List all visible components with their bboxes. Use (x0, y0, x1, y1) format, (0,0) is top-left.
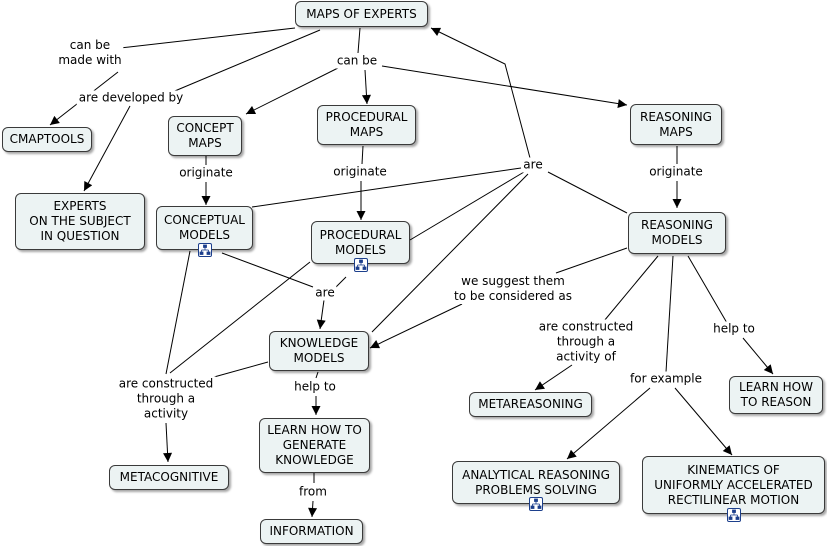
link-originate-reasoning: originate (647, 164, 705, 180)
edge-procedural-constructedcog (169, 261, 311, 374)
node-learn-how-to-reason[interactable]: LEARN HOW TO REASON (729, 376, 823, 414)
link-constructed-cog: are constructed through a activity (116, 376, 216, 422)
concept-map-resource-icon[interactable] (529, 497, 543, 511)
edge-maps-developedby (169, 29, 321, 94)
node-procedural-maps[interactable]: PROCEDURAL MAPS (317, 105, 416, 145)
edge-are-mapsofexperts (430, 27, 531, 159)
edge-knowledge-helpto (315, 371, 319, 379)
edge-knowledge-constructedcog (213, 361, 269, 378)
edge-conceptual-constructedcog (165, 250, 191, 375)
edge-conceptual-are (251, 167, 522, 208)
edge-reasoning-forexample (665, 255, 674, 373)
node-information[interactable]: INFORMATION (260, 519, 363, 544)
link-can-be: can be (334, 53, 380, 69)
edge-procedural-aremid (335, 276, 347, 288)
concept-map-resource-icon[interactable] (727, 508, 741, 522)
node-conceptual-models[interactable]: CONCEPTUAL MODELS (156, 206, 253, 250)
link-are-mid: are (313, 285, 337, 301)
edge-forexample-kinematics (674, 387, 733, 456)
node-analytical-reasoning[interactable]: ANALYTICAL REASONING PROBLEMS SOLVING (452, 461, 620, 504)
edge-maps-canbe (357, 27, 361, 54)
node-experts-on-subject[interactable]: EXPERTS ON THE SUBJECT IN QUESTION (15, 193, 145, 250)
node-maps-of-experts[interactable]: MAPS OF EXPERTS (295, 1, 428, 27)
node-reasoning-maps[interactable]: REASONING MAPS (630, 104, 722, 145)
edge-knowledge-are (371, 173, 529, 333)
edge-from-information (308, 500, 318, 518)
link-constructed-meta: are constructed through a activity of (536, 319, 636, 365)
edge-conceptual-aremid (221, 252, 314, 288)
edge-wesuggest-knowledge (369, 303, 463, 349)
concept-map-resource-icon[interactable] (198, 243, 212, 257)
link-originate-concept: originate (177, 165, 235, 181)
node-knowledge-models[interactable]: KNOWLEDGE MODELS (269, 331, 369, 371)
node-cmaptools[interactable]: CMAPTOOLS (2, 127, 92, 152)
edge-constructedmeta-metareasoning (534, 364, 573, 391)
link-originate-procedural: originate (331, 164, 389, 180)
edge-canbe-conceptmaps (245, 67, 339, 115)
edge-canbe-reasoningmaps (381, 65, 628, 109)
edge-constructedcog-metacognitive (163, 422, 173, 463)
node-metacognitive[interactable]: METACOGNITIVE (109, 465, 229, 490)
link-are-top: are (521, 157, 545, 173)
edge-proceduralmaps-originate (361, 145, 364, 165)
edge-canbe-proceduralmaps (361, 69, 371, 105)
node-concept-maps[interactable]: CONCEPT MAPS (168, 116, 242, 156)
link-can-be-made-with: can be made with (56, 38, 124, 68)
edge-procedural-are (409, 171, 525, 241)
edge-reasoning-constructedmeta (603, 255, 659, 322)
link-for-example: for example (628, 371, 704, 387)
link-help-to-reasoning: help to (711, 321, 757, 337)
node-reasoning-models[interactable]: REASONING MODELS (628, 212, 726, 254)
link-we-suggest: we suggest them to be considered as (452, 274, 574, 304)
node-learn-generate-knowledge[interactable]: LEARN HOW TO GENERATE KNOWLEDGE (259, 418, 370, 473)
link-from: from (297, 484, 329, 500)
edge-helpto-learnreason (742, 337, 774, 375)
edge-reasoning-are (547, 171, 628, 214)
concept-map-resource-icon[interactable] (354, 258, 368, 272)
edge-reasoning-wesuggest (555, 247, 628, 274)
node-metareasoning[interactable]: METAREASONING (469, 392, 592, 417)
link-are-developed-by: are developed by (76, 90, 186, 106)
edge-developedby-experts (83, 105, 131, 192)
link-help-to-knowledge: help to (292, 379, 338, 395)
edge-aremid-knowledge (316, 299, 326, 330)
edge-forexample-analytical (566, 387, 651, 460)
edge-maps-canmadewith (119, 27, 296, 49)
node-kinematics[interactable]: KINEMATICS OF UNIFORMLY ACCELERATED RECT… (642, 456, 825, 514)
edge-reasoning-helpto (687, 255, 728, 324)
